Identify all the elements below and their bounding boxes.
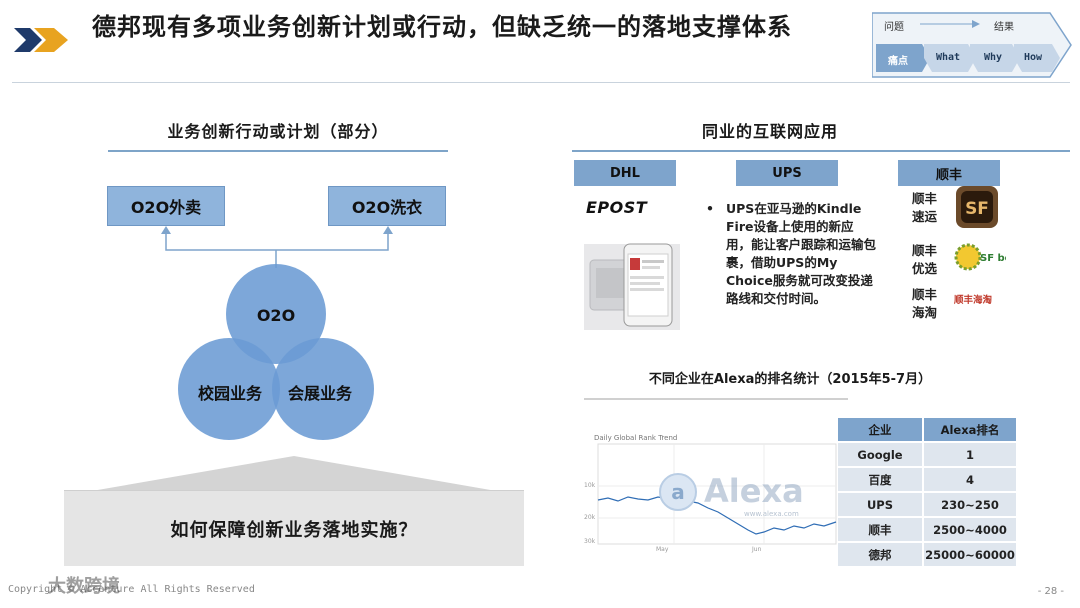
venn-label-exhibition: 会展业务 [287, 384, 352, 403]
ups-description-text: UPS在亚马逊的Kindle Fire设备上使用的新应用，能让客户跟踪和运输包裹… [726, 201, 877, 306]
venn-diagram: O2O 校园业务 会展业务 [170, 264, 380, 444]
ups-description: • UPS在亚马逊的Kindle Fire设备上使用的新应用，能让客户跟踪和运输… [706, 200, 876, 308]
process-nav-frame [871, 12, 1072, 78]
platform-triangle [86, 456, 502, 492]
o2o-takeout-box: O2O外卖 [107, 186, 225, 226]
col-head-ups: UPS [736, 160, 838, 186]
table-row: 百度 4 [838, 468, 1016, 491]
venn-label-campus: 校园业务 [197, 384, 262, 403]
alexa-stat-title: 不同企业在Alexa的排名统计（2015年5-7月） [648, 372, 932, 387]
page-title: 德邦现有多项业务创新计划或行动，但缺乏统一的落地支撑体系 [92, 12, 792, 41]
sf-haitao-logo: 顺丰海淘 [954, 295, 993, 306]
col-head-sf: 顺丰 [898, 160, 1000, 186]
sf-best-logo-text: SF best [980, 253, 1006, 264]
right-section-title: 同业的互联网应用 [701, 122, 838, 141]
dhl-phone-image [584, 243, 680, 330]
table-header-rank: Alexa排名 [924, 418, 1016, 441]
chart-xtick-jun: Jun [752, 546, 762, 553]
venn-label-o2o: O2O [256, 306, 296, 325]
connector-arrows [161, 226, 393, 268]
dhl-epost-logo: EPOST [586, 198, 648, 217]
alexa-watermark-url: www.alexa.com [744, 510, 799, 518]
sf-best-label: 顺丰优选 [912, 243, 938, 276]
alexa-watermark: Alexa [704, 472, 804, 510]
ups-bullet: • [706, 201, 714, 216]
table-cell-rank: 230~250 [924, 493, 1016, 516]
table-row: 德邦 25000~60000 [838, 543, 1016, 566]
table-row: UPS 230~250 [838, 493, 1016, 516]
chart-xtick-may: May [656, 546, 669, 553]
chart-ytick-30k: 30k [584, 538, 596, 545]
table-row: 顺丰 2500~4000 [838, 518, 1016, 541]
process-nav: 问题 结果 痛点 What Why How [871, 12, 1072, 78]
left-section-rule [108, 150, 448, 152]
left-section-title: 业务创新行动或计划（部分） [167, 122, 389, 141]
table-header-row: 企业 Alexa排名 [838, 418, 1016, 441]
alexa-rank-chart: Daily Global Rank Trend 10k 20k 30k May … [584, 398, 848, 566]
chart-plot [597, 443, 837, 545]
title-arrow-icon [14, 28, 68, 52]
nav-step-how: How [1024, 52, 1043, 63]
alexa-rank-table: 企业 Alexa排名 Google 1 百度 4 UPS 230~250 顺丰 … [838, 416, 1016, 568]
nav-result-label: 结果 [994, 22, 1014, 33]
venn-circle-campus [178, 338, 280, 440]
nav-step-why: Why [984, 52, 1003, 63]
table-cell-company: 德邦 [838, 543, 924, 566]
o2o-laundry-box: O2O洗衣 [328, 186, 446, 226]
sf-haitao-label: 顺丰海淘 [912, 287, 938, 320]
svg-text:a: a [671, 480, 685, 504]
nav-step-pain: 痛点 [888, 56, 908, 67]
right-section-rule [572, 150, 1070, 152]
question-box: 如何保障创新业务落地实施？ [64, 490, 524, 566]
nav-step-what: What [936, 52, 961, 63]
table-cell-company: Google [838, 443, 924, 466]
footer-watermark: 大数跨境 [48, 576, 120, 597]
table-cell-rank: 1 [924, 443, 1016, 466]
sf-express-logo-text: SF [965, 199, 989, 219]
table-cell-company: 百度 [838, 468, 924, 491]
alexa-logo-icon: a [659, 473, 697, 511]
table-row: Google 1 [838, 443, 1016, 466]
col-head-dhl: DHL [574, 160, 676, 186]
sf-express-logo-icon: SF [956, 186, 998, 228]
venn-circle-exhibition [272, 338, 374, 440]
header-divider [12, 82, 1070, 83]
sf-express-label: 顺丰速运 [912, 191, 938, 224]
chart-ytick-20k: 20k [584, 514, 596, 521]
sf-best-logo-icon: SF best [954, 243, 1006, 271]
page-number: - 28 - [1037, 586, 1064, 597]
footer-copyright: Copyright © Accenture All Rights Reserve… [8, 584, 255, 595]
table-header-company: 企业 [838, 418, 924, 441]
table-cell-rank: 25000~60000 [924, 543, 1016, 566]
chart-title: Daily Global Rank Trend [594, 434, 678, 442]
table-cell-rank: 4 [924, 468, 1016, 491]
table-cell-company: 顺丰 [838, 518, 924, 541]
table-cell-rank: 2500~4000 [924, 518, 1016, 541]
chart-ytick-10k: 10k [584, 482, 596, 489]
nav-problem-label: 问题 [884, 22, 904, 33]
table-cell-company: UPS [838, 493, 924, 516]
